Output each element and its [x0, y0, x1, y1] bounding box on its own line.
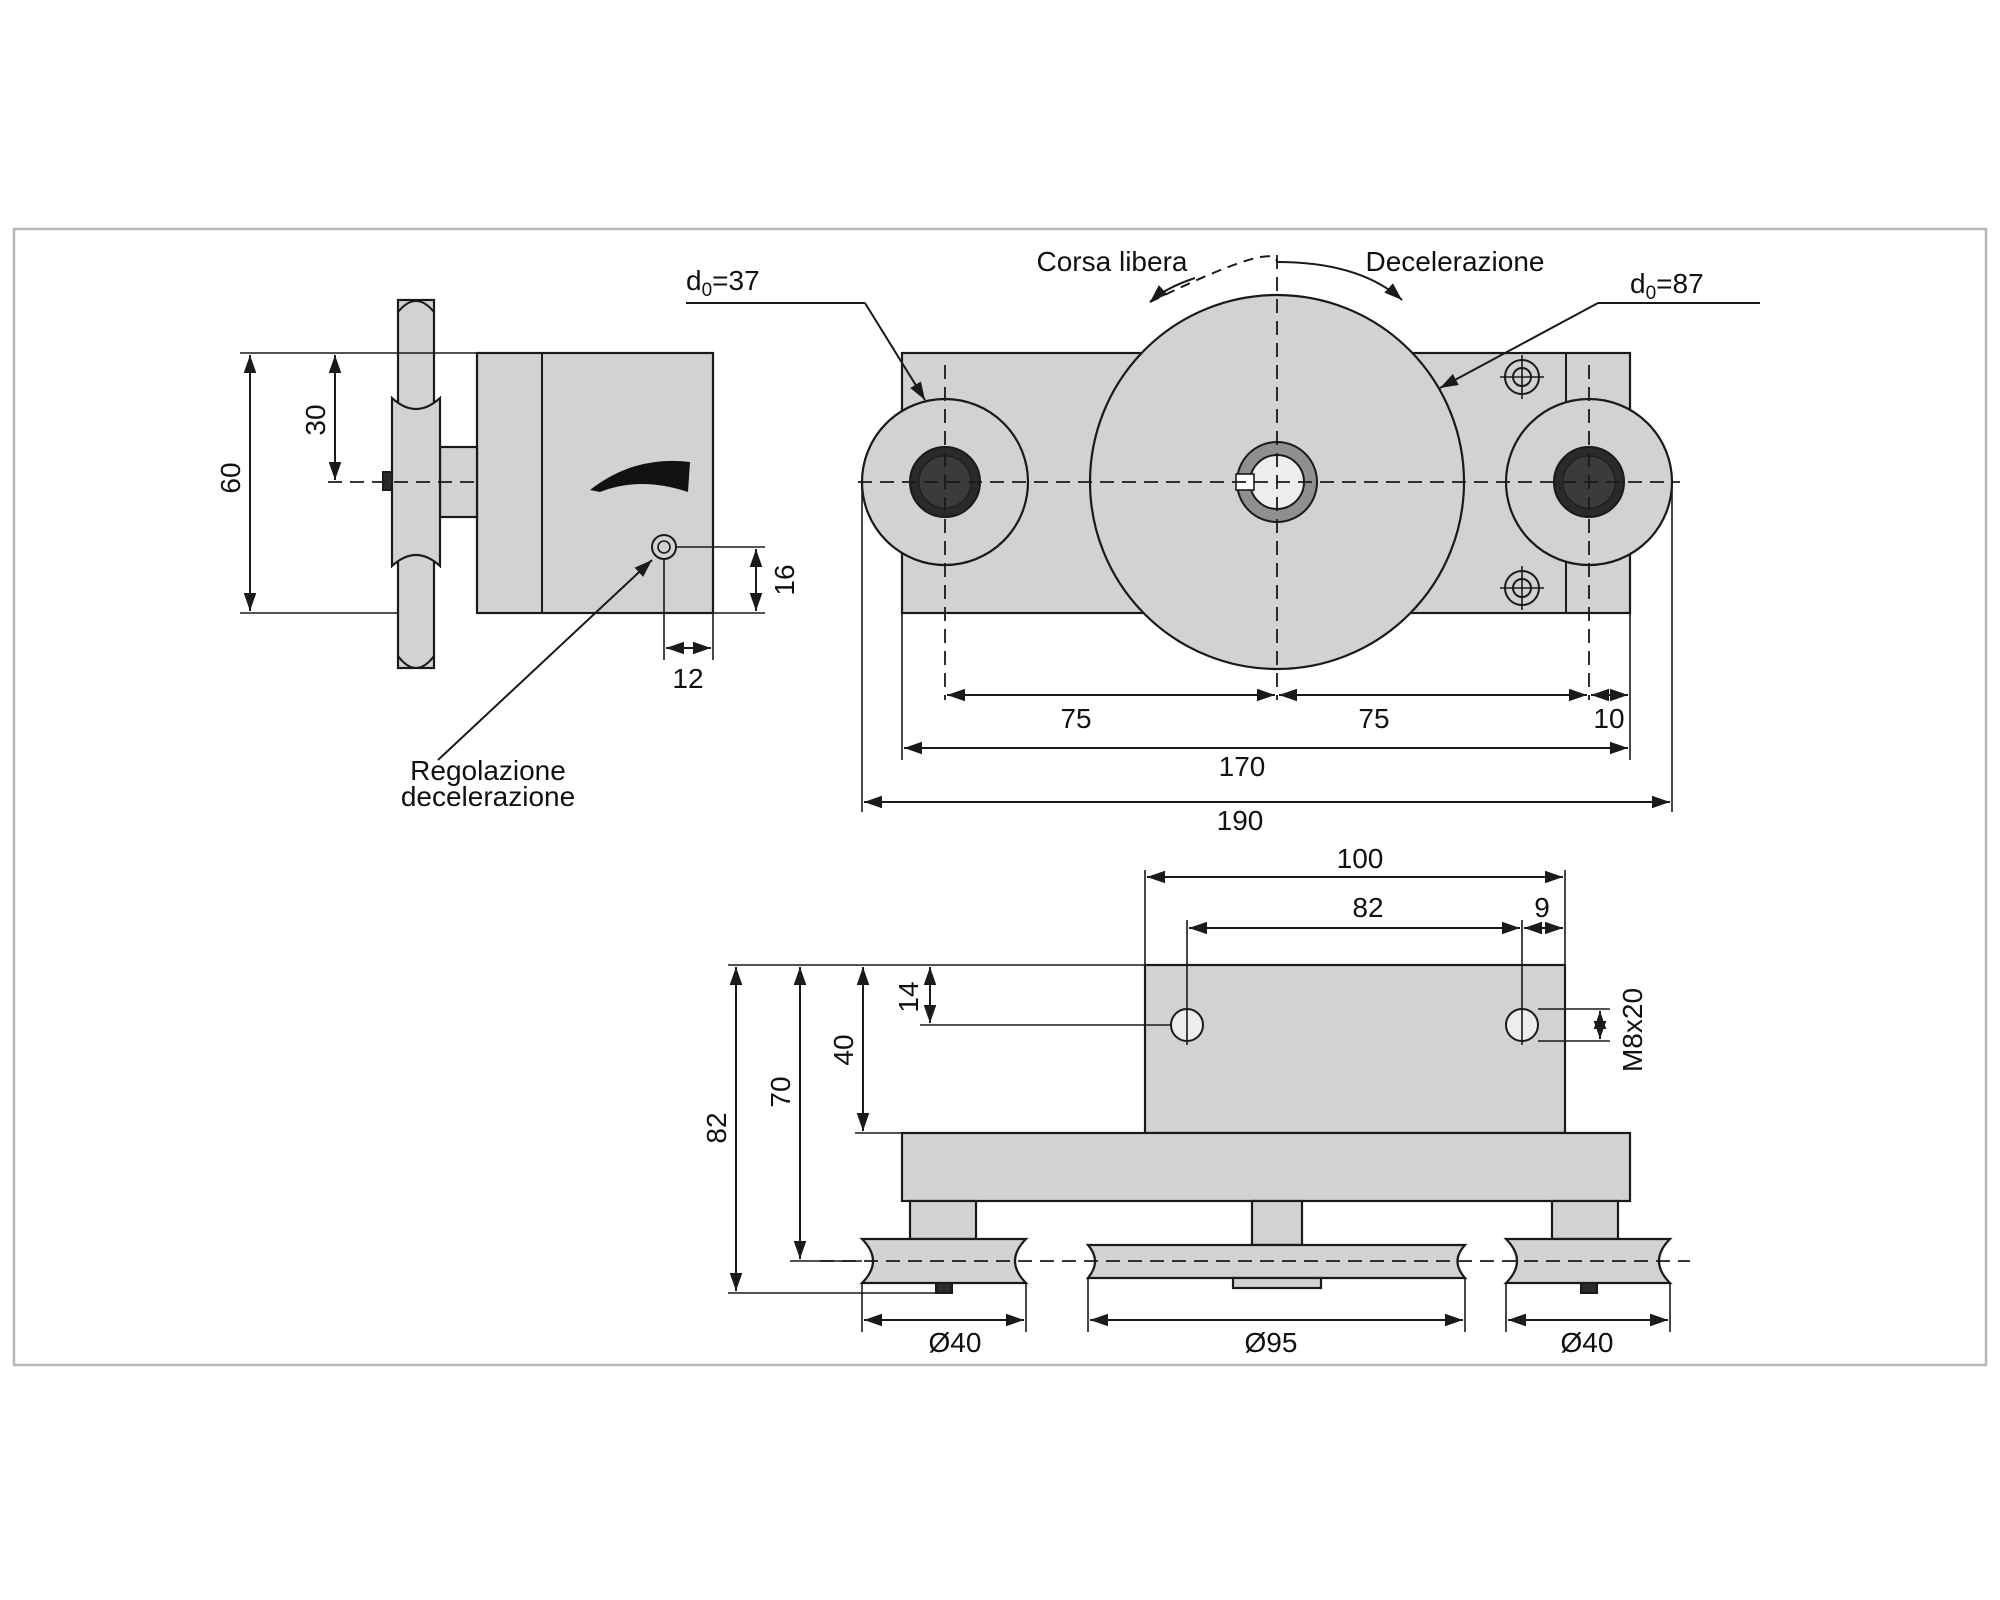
dim-front-hole-pitch: 82 [1352, 892, 1383, 923]
dim-front-total-height: 82 [701, 1112, 732, 1143]
dim-side-axis: 30 [300, 404, 331, 435]
front-block [1143, 963, 1567, 1135]
label-d0-small: d0=37 [686, 265, 760, 301]
label-free-travel: Corsa libera [1037, 246, 1188, 277]
label-d0-large: d0=87 [1630, 268, 1704, 304]
dim-front-groove-height: 70 [765, 1076, 796, 1107]
dim-side-screw-offset: 12 [672, 663, 703, 694]
label-adjust-line1: Regolazione [410, 755, 566, 786]
front-view: 100 82 9 M8x20 14 40 70 82 Ø40 [701, 843, 1690, 1358]
dim-dia-small-right: Ø40 [1561, 1327, 1614, 1358]
label-thread: M8x20 [1617, 988, 1648, 1072]
side-view: 60 30 16 12 Regolazione decelerazione [215, 298, 800, 812]
dim-side-screw-height: 16 [769, 564, 800, 595]
mount-screw-top [1500, 355, 1544, 399]
dim-top-total-length: 190 [1217, 805, 1264, 836]
mount-screw-bottom [1500, 566, 1544, 610]
label-adjust-line2: decelerazione [401, 781, 575, 812]
dim-dia-small-left: Ø40 [929, 1327, 982, 1358]
front-large-wheel [1085, 1243, 1468, 1280]
front-base-plate [900, 1131, 1632, 1203]
drawing-frame [12, 227, 1988, 1367]
dim-top-pitch-left: 75 [1060, 703, 1091, 734]
dim-top-edge: 10 [1593, 703, 1624, 734]
dim-front-block-width: 100 [1337, 843, 1384, 874]
label-deceleration: Decelerazione [1366, 246, 1545, 277]
dim-front-hole-depth: 14 [893, 981, 924, 1012]
dim-front-hole-edge: 9 [1534, 892, 1550, 923]
dim-top-base-length: 170 [1219, 751, 1266, 782]
deceleration-adjust-icon [590, 460, 690, 492]
dim-top-pitch-right: 75 [1358, 703, 1389, 734]
top-view: Corsa libera Decelerazione d0=37 d0=87 7… [686, 246, 1760, 836]
dim-dia-large: Ø95 [1245, 1327, 1298, 1358]
dim-side-height: 60 [215, 462, 246, 493]
dim-front-block-height: 40 [828, 1034, 859, 1065]
